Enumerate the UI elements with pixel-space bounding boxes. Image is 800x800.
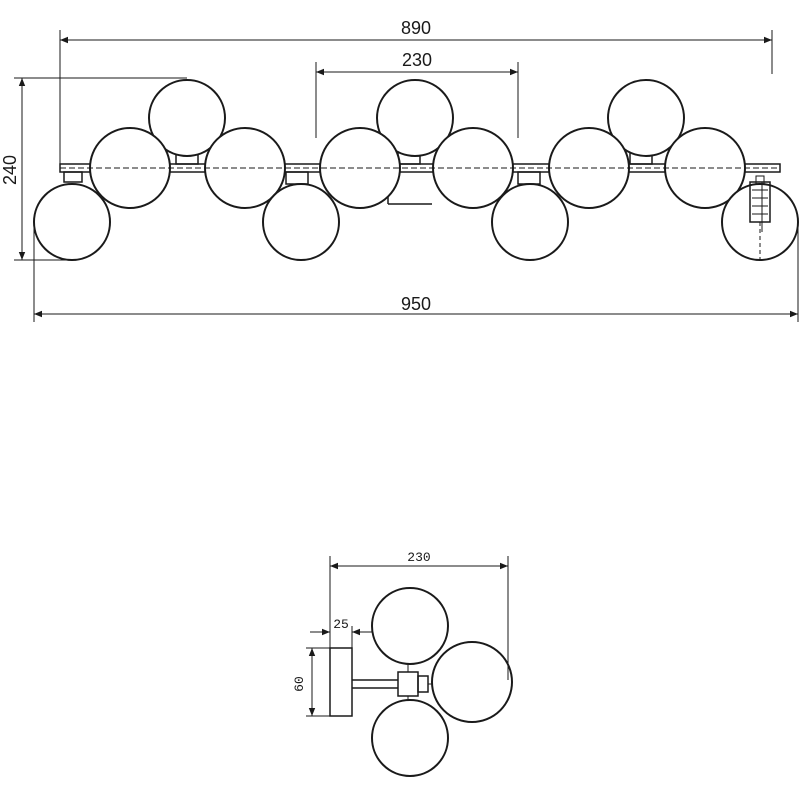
dim-label-950: 950	[401, 294, 431, 314]
dimension-base-height: 60	[292, 647, 330, 717]
globe	[491, 183, 569, 261]
globe	[607, 79, 685, 157]
dim-label-depth: 230	[407, 550, 430, 565]
dim-label-890: 890	[401, 18, 431, 38]
mounting-arm	[352, 664, 436, 704]
dimension-overall-width: 950	[33, 218, 799, 322]
globe	[371, 699, 449, 777]
dimension-depth: 230	[329, 550, 509, 680]
front-view: 890 230 240 950	[0, 18, 799, 322]
globe	[371, 587, 449, 665]
globe	[376, 79, 454, 157]
globe	[148, 79, 226, 157]
socket-detail	[749, 175, 771, 262]
dim-label-230: 230	[402, 50, 432, 70]
dimension-module-spacing: 230	[315, 50, 519, 138]
dimension-base-depth: 25	[310, 617, 372, 648]
dim-label-base-depth: 25	[333, 617, 349, 632]
side-view: 230 25 60	[292, 550, 513, 777]
dim-label-base-height: 60	[292, 676, 307, 692]
globe	[431, 641, 513, 723]
dim-label-240: 240	[0, 155, 20, 185]
dimension-height: 240	[0, 77, 187, 261]
globe	[33, 183, 111, 261]
dimension-overall-rail: 890	[59, 18, 773, 166]
wall-plate	[329, 647, 353, 717]
globe	[262, 183, 340, 261]
